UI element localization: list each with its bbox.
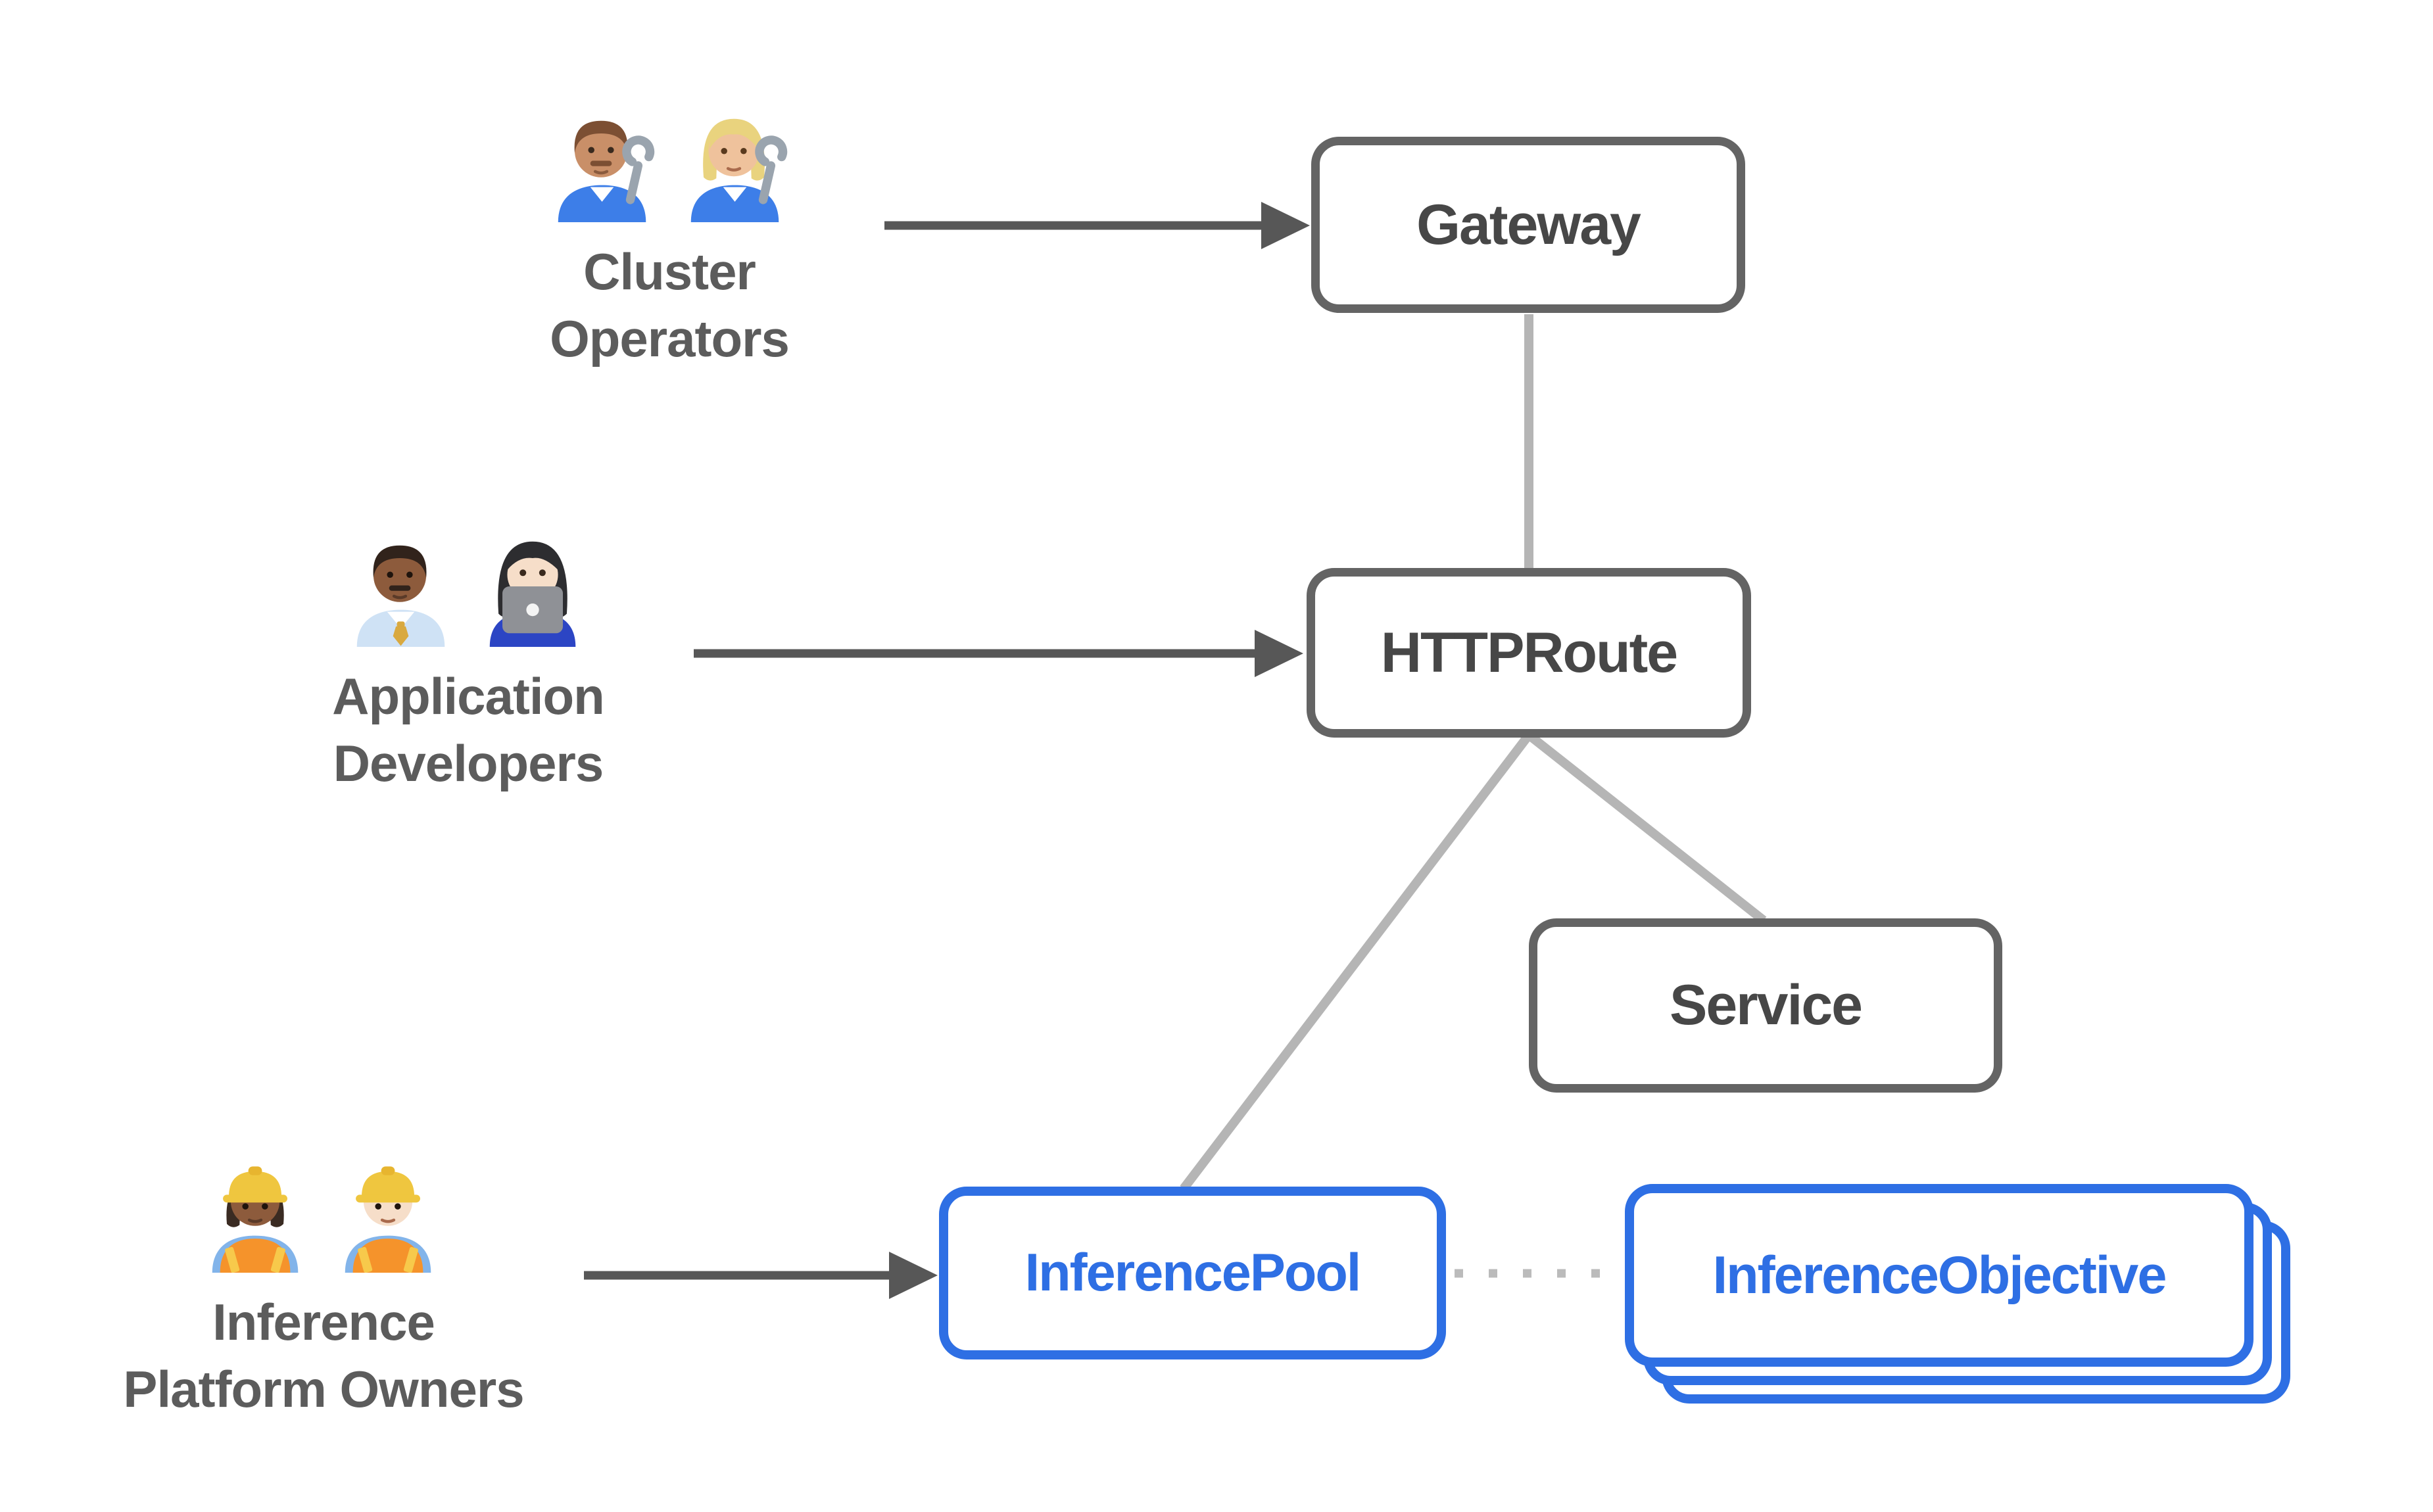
node-gateway-label: Gateway <box>1416 193 1641 256</box>
actor-label-line: Developers <box>333 734 604 792</box>
woman-construction-worker-emoji <box>212 1166 299 1273</box>
node-inference-pool-label: InferencePool <box>1024 1243 1362 1302</box>
actor-cluster-operators: Cluster Operators <box>406 105 932 372</box>
actor-label-line: Cluster <box>583 243 756 300</box>
actor-label-line: Application <box>332 667 605 725</box>
application-developers-emoji-row <box>205 530 731 647</box>
arrow-clusteroperators-gateway <box>884 202 1310 249</box>
man-construction-worker-emoji <box>345 1166 431 1273</box>
edge-httproute-inferencepool <box>1180 732 1533 1192</box>
actor-label-line: Operators <box>550 310 790 367</box>
node-service: Service <box>1529 918 2002 1093</box>
arrow-appdevelopers-httproute <box>694 630 1303 677</box>
actor-label-line: Platform Owners <box>123 1360 524 1418</box>
actor-inference-platform-owners: Inference Platform Owners <box>60 1156 587 1423</box>
node-inference-objective-label: InferenceObjective <box>1712 1245 2167 1305</box>
man-mechanic-emoji <box>558 120 655 222</box>
application-developers-label: Application Developers <box>205 663 731 797</box>
edge-httproute-service <box>1526 731 1767 924</box>
actor-label-line: Inference <box>212 1293 435 1351</box>
node-gateway: Gateway <box>1311 137 1745 313</box>
node-inference-objective: InferenceObjective <box>1625 1184 2253 1367</box>
arrow-platformowners-inferencepool <box>584 1252 938 1299</box>
woman-mechanic-emoji <box>690 118 788 222</box>
cluster-operators-label: Cluster Operators <box>406 238 932 372</box>
man-office-worker-emoji <box>356 545 445 647</box>
node-httproute-label: HTTPRoute <box>1380 621 1678 684</box>
woman-technologist-emoji <box>489 541 576 647</box>
actor-application-developers: Application Developers <box>205 530 731 797</box>
node-httproute: HTTPRoute <box>1307 568 1751 738</box>
inference-platform-owners-label: Inference Platform Owners <box>60 1288 587 1423</box>
inference-platform-owners-emoji-row <box>60 1156 587 1273</box>
node-service-label: Service <box>1669 974 1863 1037</box>
node-inference-pool: InferencePool <box>939 1187 1446 1359</box>
cluster-operators-emoji-row <box>406 105 932 222</box>
